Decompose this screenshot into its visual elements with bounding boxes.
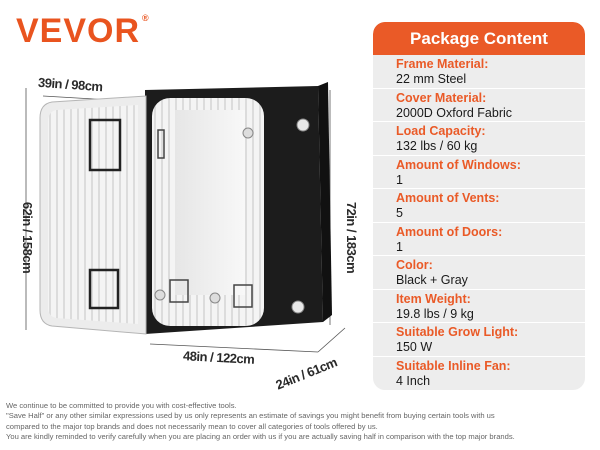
brand-name: VEVOR xyxy=(16,12,141,50)
spec-row-frame-material: Frame Material: 22 mm Steel xyxy=(373,55,585,89)
registered-mark: ® xyxy=(142,13,150,23)
spec-row-grow-light: Suitable Grow Light: 150 W xyxy=(373,323,585,357)
vent-icon xyxy=(209,292,221,304)
spec-row-inline-fan: Suitable Inline Fan: 4 Inch xyxy=(373,357,585,391)
disclaimer-line: compared to the major top brands and doe… xyxy=(6,421,378,431)
spec-label: Amount of Doors: xyxy=(396,224,503,239)
tent-back-wall xyxy=(175,110,245,295)
spec-value: 1 xyxy=(396,172,403,187)
spec-label: Load Capacity: xyxy=(396,124,486,138)
spec-label: Suitable Inline Fan: xyxy=(396,358,511,373)
disclaimer-line: We continue to be committed to provide y… xyxy=(6,401,237,410)
spec-value: 2000D Oxford Fabric xyxy=(396,105,513,120)
package-content-list: Frame Material: 22 mm Steel Cover Materi… xyxy=(373,55,585,390)
spec-label: Item Weight: xyxy=(396,291,471,306)
dimension-tent-height: 72in / 183cm xyxy=(344,201,360,274)
spec-row-vents: Amount of Vents: 5 xyxy=(373,189,585,223)
spec-value: 4 Inch xyxy=(396,373,431,388)
tent-drawing xyxy=(25,82,346,353)
package-content-title: Package Content xyxy=(373,22,585,55)
spec-row-item-weight: Item Weight: 19.8 lbs / 9 kg xyxy=(373,290,585,323)
disclaimer-line: "Save Half" or any other similar express… xyxy=(6,411,495,421)
tent-side xyxy=(318,82,332,322)
dimension-door-height: 62in / 158cm xyxy=(20,201,36,274)
spec-label: Amount of Vents: xyxy=(396,191,500,205)
spec-label: Cover Material: xyxy=(396,90,487,105)
spec-row-doors: Amount of Doors: 1 xyxy=(373,223,585,256)
spec-label: Suitable Grow Light: xyxy=(396,325,519,339)
vent-icon xyxy=(291,300,305,314)
spec-row-cover-material: Cover Material: 2000D Oxford Fabric xyxy=(373,89,585,122)
spec-value: 150 W xyxy=(396,340,433,354)
vent-icon xyxy=(296,118,310,132)
vent-icon xyxy=(242,127,254,139)
grow-tent-illustration: 39in / 98cm 62in / 158cm 72in / 183cm 48… xyxy=(0,60,365,395)
vent-icon xyxy=(154,289,166,301)
door-window xyxy=(88,118,122,172)
brand-logo: VEVOR® xyxy=(16,12,150,50)
spec-label: Amount of Windows: xyxy=(396,157,521,172)
spec-value: 19.8 lbs / 9 kg xyxy=(396,306,474,321)
spec-value: 22 mm Steel xyxy=(396,72,467,86)
package-content-panel: Package Content Frame Material: 22 mm St… xyxy=(373,22,585,390)
disclaimer-line: You are kindly reminded to verify carefu… xyxy=(6,431,515,441)
door-vent-panel xyxy=(88,268,120,310)
door-lining xyxy=(48,105,138,324)
spec-value: 132 lbs / 60 kg xyxy=(396,139,478,153)
spec-value: Black + Gray xyxy=(396,273,468,287)
cable-port xyxy=(233,284,253,308)
spec-value: 5 xyxy=(396,206,403,220)
spec-label: Frame Material: xyxy=(396,57,489,71)
window-flap xyxy=(157,129,165,159)
spec-row-color: Color: Black + Gray xyxy=(373,256,585,290)
spec-value: 1 xyxy=(396,239,403,254)
spec-row-windows: Amount of Windows: 1 xyxy=(373,156,585,189)
cable-port xyxy=(169,279,189,303)
spec-row-load-capacity: Load Capacity: 132 lbs / 60 kg xyxy=(373,122,585,156)
spec-label: Color: xyxy=(396,258,433,272)
disclaimer-text: We continue to be committed to provide y… xyxy=(6,401,596,442)
